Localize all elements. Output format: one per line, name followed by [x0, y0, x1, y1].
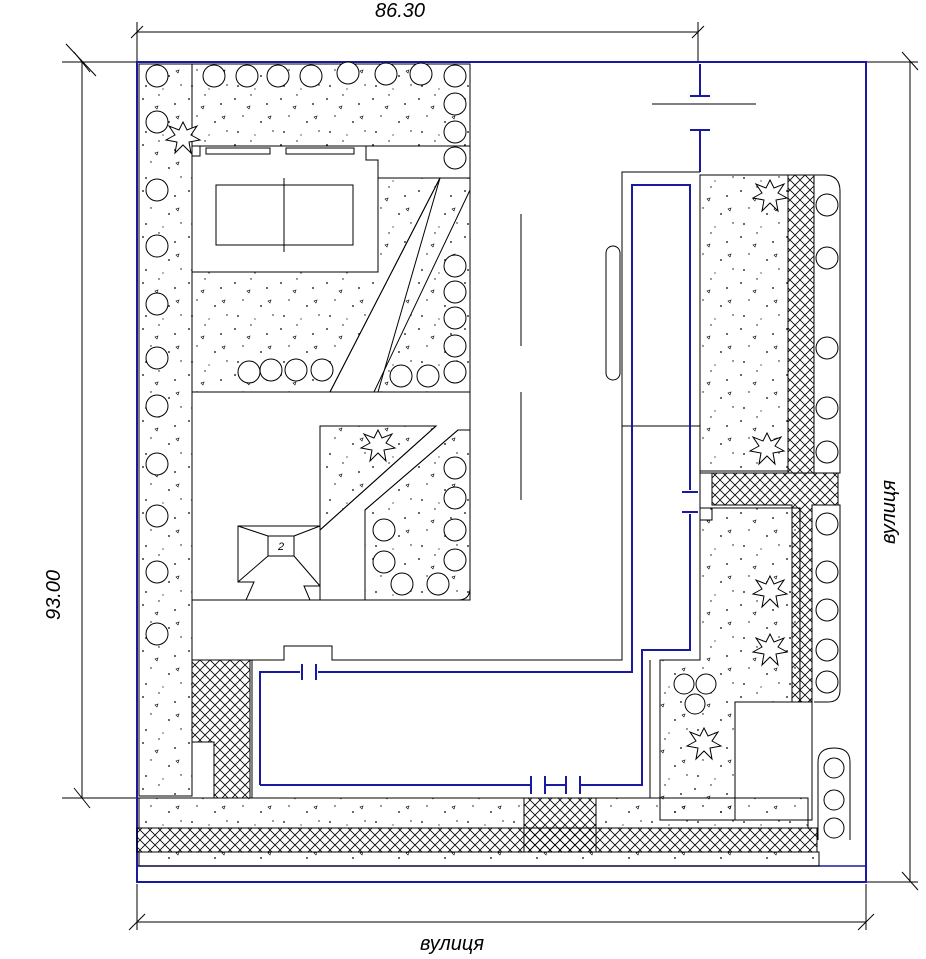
dimension-width [130, 22, 705, 62]
gazebo-number: 2 [277, 541, 284, 553]
site-boundary [136, 61, 867, 883]
shrubs [164, 120, 789, 761]
hatched-areas [136, 174, 839, 853]
street-label-right: вулиця [878, 480, 900, 544]
street-label-bottom: вулиця [420, 933, 484, 955]
dimension-height-label: 93.00 [43, 570, 65, 620]
dimension-height [62, 51, 140, 809]
extension-lines [65, 43, 919, 931]
dimension-width-label: 86.30 [375, 0, 425, 22]
tree-strip-outlines [605, 174, 851, 840]
trees [145, 61, 845, 839]
block-outlines [191, 64, 813, 821]
utility-network [259, 64, 710, 794]
